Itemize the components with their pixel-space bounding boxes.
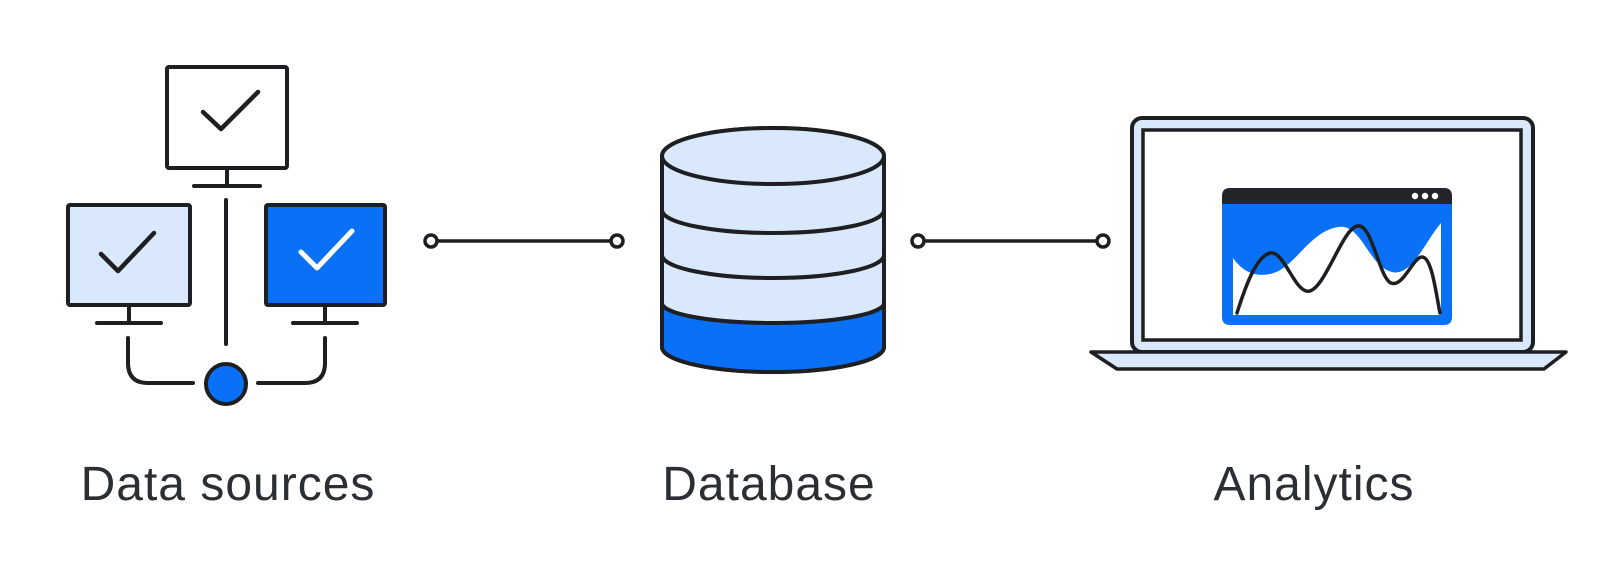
connector-endpoint-icon: [910, 233, 926, 249]
connector-endpoint-icon: [609, 233, 625, 249]
left-hook-line: [126, 336, 195, 385]
database-cylinder-icon: [660, 126, 886, 374]
connector-endpoint-icon: [1095, 233, 1111, 249]
wave-area-chart-icon: [1233, 223, 1441, 315]
laptop-chart-icon: [1089, 116, 1568, 371]
cylinder-divider: [660, 209, 886, 235]
connector-database-to-analytics: [910, 233, 1111, 249]
node-label-data-sources: Data sources: [80, 458, 376, 511]
cylinder-top: [660, 126, 886, 186]
checkmark-icon: [98, 230, 157, 274]
data-sources-icon: [66, 65, 387, 406]
cylinder-divider: [660, 254, 886, 280]
node-label-database: Database: [662, 458, 876, 511]
wave-line-chart-icon: [1235, 224, 1442, 315]
hub-dot-icon: [204, 362, 248, 406]
browser-window-icon: [1222, 188, 1452, 325]
connector-data-sources-to-database: [423, 233, 625, 249]
right-hook-line: [256, 336, 327, 385]
window-dots-icon: [1411, 192, 1439, 200]
monitor-checked-blue-icon: [264, 203, 387, 325]
checkmark-icon: [200, 89, 261, 132]
monitor-checked-lightblue-icon: [66, 203, 192, 325]
browser-titlebar: [1222, 188, 1452, 204]
checkmark-icon: [298, 228, 355, 271]
node-label-analytics: Analytics: [1213, 458, 1415, 511]
laptop-base: [1089, 350, 1568, 371]
cylinder-bottom-band: [660, 301, 886, 374]
monitor-checked-white-icon: [165, 65, 289, 188]
connector-endpoint-icon: [423, 233, 439, 249]
